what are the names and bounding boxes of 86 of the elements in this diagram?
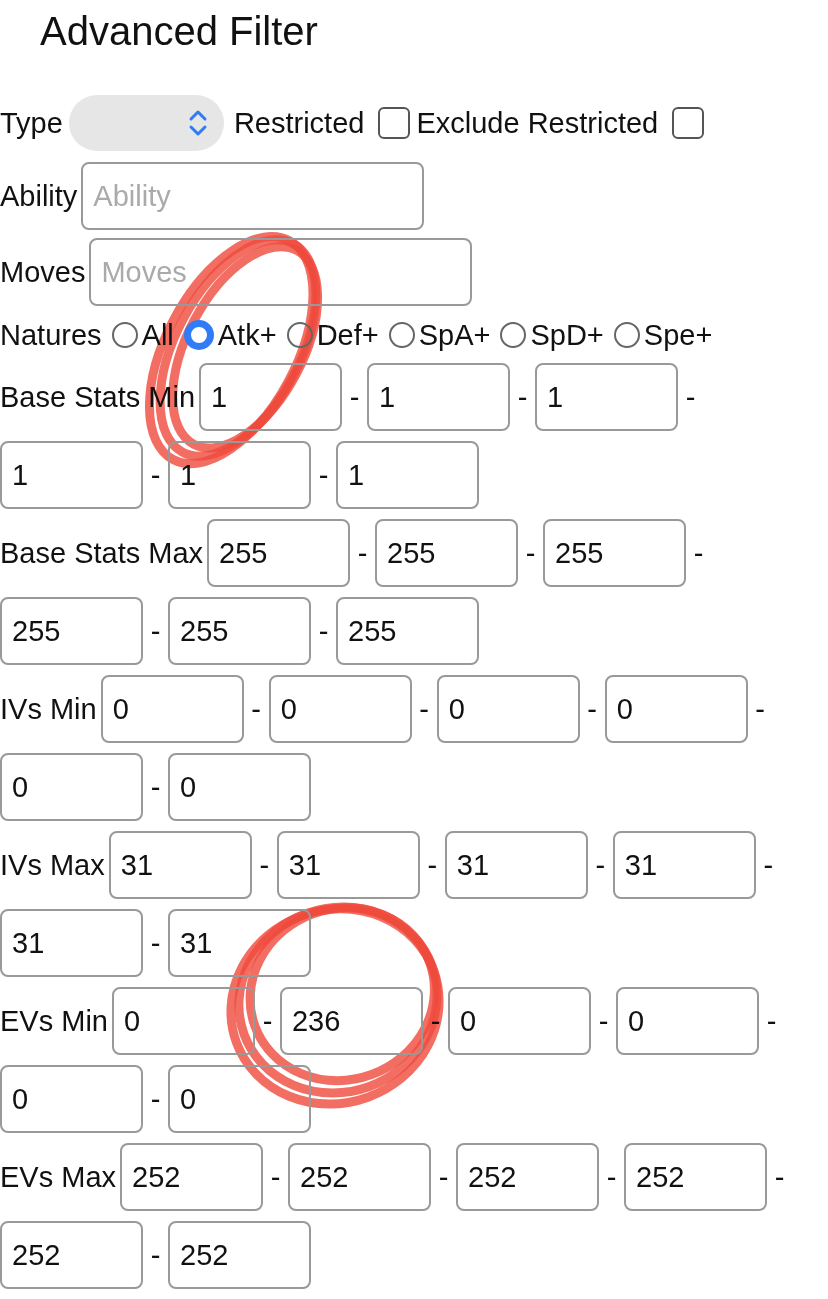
separator: - xyxy=(149,926,162,960)
input-field: 252 xyxy=(0,1221,143,1289)
separator: - xyxy=(597,1004,610,1038)
input-field: 252 xyxy=(288,1143,432,1211)
input-field: 0 xyxy=(604,675,748,743)
separator: - xyxy=(692,536,705,570)
input-field: 252 xyxy=(456,1143,600,1211)
separator: - xyxy=(586,692,598,726)
separator: - xyxy=(437,1160,450,1194)
field-label: Base Stats Max xyxy=(0,536,204,570)
input-field: 0 xyxy=(616,987,759,1055)
separator: - xyxy=(516,380,529,414)
option-label: SpA+ xyxy=(418,318,491,352)
input-field: 1 xyxy=(199,363,343,431)
input-field: 0 xyxy=(268,675,412,743)
separator: - xyxy=(684,380,697,414)
input-field: 236 xyxy=(280,987,423,1055)
separator: - xyxy=(149,1082,162,1116)
input-field: 0 xyxy=(100,675,244,743)
separator: - xyxy=(261,1004,274,1038)
input-field: 255 xyxy=(207,519,351,587)
input-field: 1 xyxy=(367,363,511,431)
input-field: 1 xyxy=(535,363,679,431)
field-label: Restricted xyxy=(233,106,365,140)
field-label: Type xyxy=(0,106,63,140)
input-field: 252 xyxy=(624,1143,768,1211)
input-field: 1 xyxy=(336,441,479,509)
input-field: 0 xyxy=(168,1065,311,1133)
field-label: IVs Min xyxy=(0,692,97,726)
field-label: Exclude Restricted xyxy=(416,106,659,140)
field-label: Moves xyxy=(0,255,86,289)
separator: - xyxy=(149,1238,162,1272)
field-label: Natures xyxy=(0,318,102,352)
input-field: 31 xyxy=(108,831,252,899)
separator: - xyxy=(269,1160,282,1194)
separator: - xyxy=(149,614,162,648)
separator: - xyxy=(605,1160,618,1194)
field-label: EVs Max xyxy=(0,1160,117,1194)
input-field: 252 xyxy=(120,1143,264,1211)
input-field: 0 xyxy=(112,987,255,1055)
separator: - xyxy=(429,1004,442,1038)
input-field: 0 xyxy=(168,753,311,821)
input-field: 31 xyxy=(168,909,311,977)
input-field: 31 xyxy=(0,909,143,977)
field-label: Ability xyxy=(0,179,78,213)
separator: - xyxy=(250,692,262,726)
page-title: Advanced Filter xyxy=(40,8,318,54)
input-field: 0 xyxy=(0,1065,143,1133)
separator: - xyxy=(773,1160,786,1194)
input-field: 252 xyxy=(168,1221,311,1289)
option-label: Atk+ xyxy=(217,318,277,352)
input-field: 255 xyxy=(375,519,519,587)
separator: - xyxy=(524,536,537,570)
input-field: 0 xyxy=(448,987,591,1055)
separator: - xyxy=(418,692,430,726)
input-field: 1 xyxy=(168,441,311,509)
separator: - xyxy=(754,692,766,726)
separator: - xyxy=(149,770,162,804)
separator: - xyxy=(317,614,330,648)
input-field: 255 xyxy=(543,519,687,587)
input-field: 255 xyxy=(336,597,479,665)
input-field: 31 xyxy=(612,831,756,899)
input-field: 255 xyxy=(168,597,311,665)
input-field: Moves xyxy=(89,238,473,306)
separator: - xyxy=(762,848,775,882)
input-field: 31 xyxy=(276,831,420,899)
field-label: IVs Max xyxy=(0,848,105,882)
separator: - xyxy=(765,1004,778,1038)
option-label: Spe+ xyxy=(643,318,713,352)
input-field: 0 xyxy=(436,675,580,743)
input-field: 0 xyxy=(0,753,143,821)
field-label: Base Stats Min xyxy=(0,380,196,414)
option-label: SpD+ xyxy=(530,318,604,352)
input-field: Ability xyxy=(81,162,425,230)
separator: - xyxy=(348,380,361,414)
field-label: EVs Min xyxy=(0,1004,108,1038)
separator: - xyxy=(426,848,439,882)
separator: - xyxy=(149,458,162,492)
separator: - xyxy=(317,458,330,492)
input-field: 31 xyxy=(444,831,588,899)
separator: - xyxy=(258,848,271,882)
option-label: Def+ xyxy=(316,318,379,352)
input-field: 255 xyxy=(0,597,143,665)
separator: - xyxy=(594,848,607,882)
separator: - xyxy=(356,536,369,570)
input-field: 1 xyxy=(0,441,143,509)
